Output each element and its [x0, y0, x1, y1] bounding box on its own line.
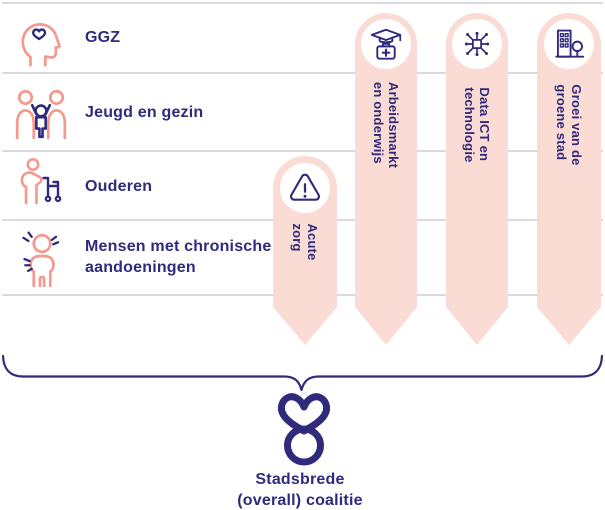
column-label-data-ict: Data ICT en technologie — [462, 87, 492, 163]
column-icon-badge — [280, 163, 330, 213]
footer-caption: Stadsbrede (overall) coalitie — [140, 469, 460, 510]
column-data-ict: Data ICT en technologie — [446, 13, 508, 345]
heart-loop-icon — [277, 393, 331, 466]
column-label-arbeidsmarkt: Arbeidsmarkt en onderwijs — [371, 81, 401, 169]
column-groene-stad: Groei van de groene stad — [537, 13, 601, 345]
column-arbeidsmarkt: Arbeidsmarkt en onderwijs — [355, 13, 417, 345]
education-work-icon — [367, 25, 405, 63]
column-acute-zorg: Acute zorg — [273, 156, 337, 345]
warning-triangle-icon — [287, 170, 323, 206]
network-icon — [459, 26, 495, 62]
footer-caption-line2: (overall) coalitie — [237, 492, 363, 509]
column-icon-badge — [361, 19, 411, 69]
row-label-ggz: GGZ — [85, 29, 121, 46]
head-heart-icon — [18, 20, 64, 68]
chronic-pain-icon — [16, 228, 66, 288]
column-label-groene-stad: Groei van de groene stad — [554, 84, 584, 166]
row-label-chronisch: Mensen met chronische aandoeningen — [85, 238, 272, 276]
row-divider — [2, 72, 603, 74]
column-label-acute-zorg: Acute zorg — [290, 223, 320, 261]
green-city-icon — [550, 25, 588, 63]
row-divider — [2, 150, 603, 152]
column-icon-badge — [452, 19, 502, 69]
row-label-ouderen: Ouderen — [85, 178, 153, 195]
brace — [1, 354, 604, 392]
column-icon-badge — [544, 19, 594, 69]
row-label-jeugd: Jeugd en gezin — [85, 104, 204, 121]
footer-caption-line1: Stadsbrede — [255, 471, 345, 488]
family-icon — [12, 86, 70, 140]
row-divider — [2, 2, 603, 4]
elderly-walker-icon — [14, 156, 66, 206]
